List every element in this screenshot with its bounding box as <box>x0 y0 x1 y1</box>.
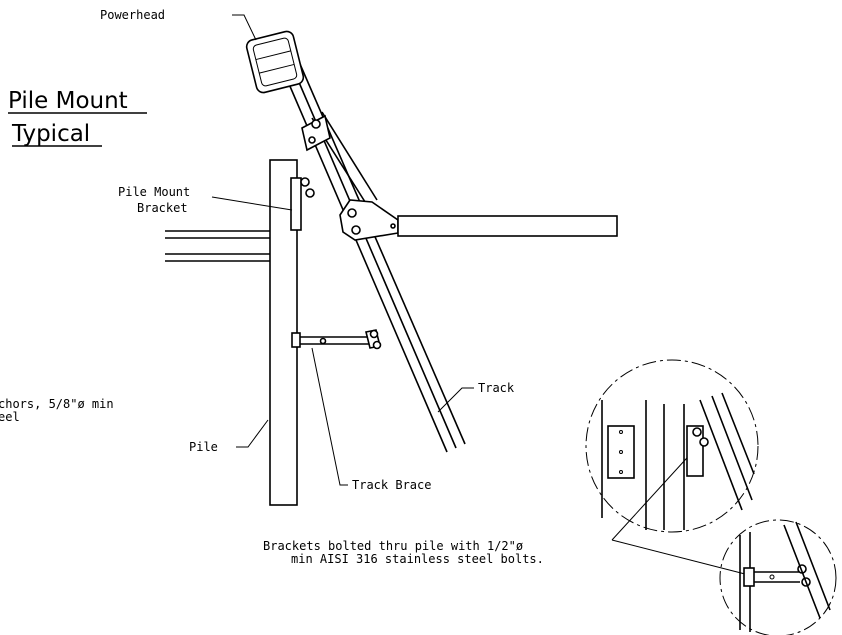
horizontal-boom <box>397 215 618 237</box>
label-track-brace: Track Brace <box>352 478 431 492</box>
detail-circle-upper <box>585 359 759 533</box>
label-anchors-1: chors, 5/8"ø min <box>0 397 114 411</box>
label-pile-mount-bracket-1: Pile Mount <box>118 185 190 199</box>
track-brace <box>291 329 382 350</box>
title-line-1: Pile Mount <box>8 88 128 114</box>
lift-arm <box>301 111 618 241</box>
label-brackets-note-2: min AISI 316 stainless steel bolts. <box>291 552 544 566</box>
bracket-bolt <box>305 188 315 198</box>
label-track: Track <box>478 381 515 395</box>
title-line-2: Typical <box>11 121 90 147</box>
label-brackets-note-1: Brackets bolted thru pile with 1/2"ø <box>263 539 523 553</box>
label-anchors-2: eel <box>0 410 20 424</box>
labels: Powerhead Pile Mount Bracket Track Pile … <box>0 8 544 566</box>
pile-mount-bracket <box>290 177 302 231</box>
drawing-title: Pile Mount Typical <box>8 88 147 147</box>
leader-lines <box>211 14 746 575</box>
label-pile: Pile <box>189 440 218 454</box>
bracket-bolt <box>300 177 310 187</box>
track <box>282 63 466 453</box>
label-pile-mount-bracket-2: Bracket <box>137 201 188 215</box>
detail-circle-lower <box>719 519 837 635</box>
label-powerhead: Powerhead <box>100 8 165 22</box>
dock-stringers <box>165 230 272 262</box>
powerhead <box>245 30 305 94</box>
